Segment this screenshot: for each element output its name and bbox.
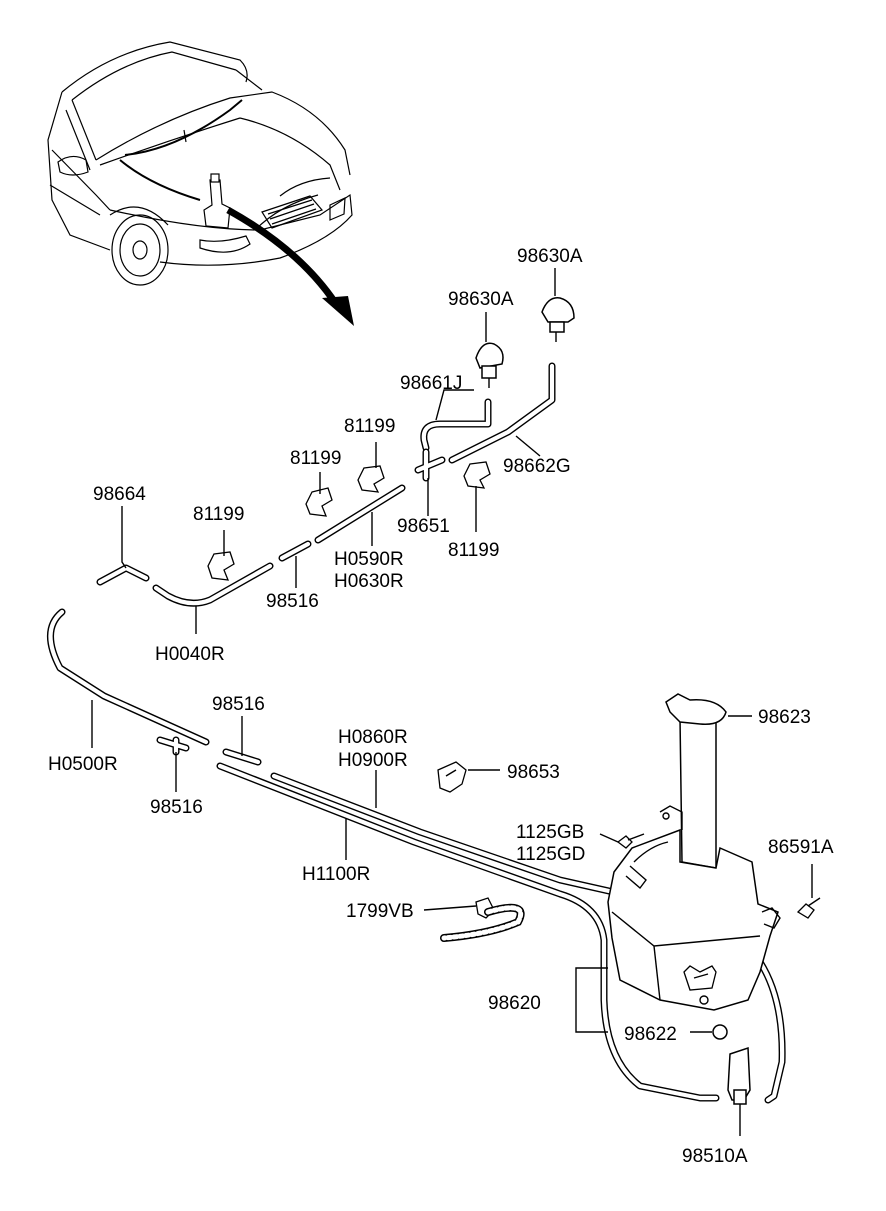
label-H0900R: H0900R <box>338 750 408 771</box>
label-98664: 98664 <box>93 484 146 505</box>
label-98516-mid: 98516 <box>212 694 265 715</box>
label-98630A-left: 98630A <box>448 289 514 310</box>
label-H0860R: H0860R <box>338 727 408 748</box>
connector-98516-mid <box>222 748 262 766</box>
bolt-86591A <box>796 897 821 919</box>
clip-81199-a <box>305 487 333 517</box>
pointer-arrow <box>226 206 354 326</box>
car-illustration <box>47 41 353 286</box>
cable-tie-1799VB <box>440 897 525 942</box>
clip-81199-d <box>463 461 491 489</box>
label-98510A: 98510A <box>682 1146 748 1167</box>
clip-81199-b <box>357 465 385 493</box>
connector-98516-lower <box>156 736 190 756</box>
label-98516-lower: 98516 <box>150 797 203 818</box>
label-98662G: 98662G <box>503 456 571 477</box>
nozzle-98630A-right <box>541 297 575 342</box>
label-1125GD: 1125GD <box>516 844 585 865</box>
label-98661J: 98661J <box>400 373 462 394</box>
label-98516-upper: 98516 <box>266 591 319 612</box>
label-98630A-right: 98630A <box>517 246 583 267</box>
label-H0500R: H0500R <box>48 754 118 775</box>
label-1799VB: 1799VB <box>346 901 414 922</box>
label-81199-c: 81199 <box>193 504 244 525</box>
label-98623: 98623 <box>758 707 811 728</box>
clip-81199-c <box>207 551 235 581</box>
label-86591A: 86591A <box>768 837 834 858</box>
tee-joint-98651 <box>414 448 446 482</box>
label-H1100R: H1100R <box>302 864 370 885</box>
label-1125GB: 1125GB <box>516 822 584 843</box>
label-81199-a: 81199 <box>344 416 395 437</box>
label-98651: 98651 <box>397 516 450 537</box>
part-labels: 98630A 98630A 98661J 81199 81199 98662G … <box>48 246 834 1167</box>
label-98653: 98653 <box>507 762 560 783</box>
label-H0590R: H0590R <box>334 549 404 570</box>
label-81199-b: 81199 <box>290 448 341 469</box>
label-81199-d: 81199 <box>448 540 499 561</box>
label-H0040R: H0040R <box>155 644 225 665</box>
leader-lines <box>91 268 813 1136</box>
clip-98653 <box>437 761 467 793</box>
nozzle-98630A-left <box>475 342 504 388</box>
washer-reservoir <box>607 693 781 1105</box>
label-98622: 98622 <box>624 1024 677 1045</box>
label-H0630R: H0630R <box>334 571 404 592</box>
bolt-1125GB <box>616 833 645 849</box>
label-98620: 98620 <box>488 993 541 1014</box>
